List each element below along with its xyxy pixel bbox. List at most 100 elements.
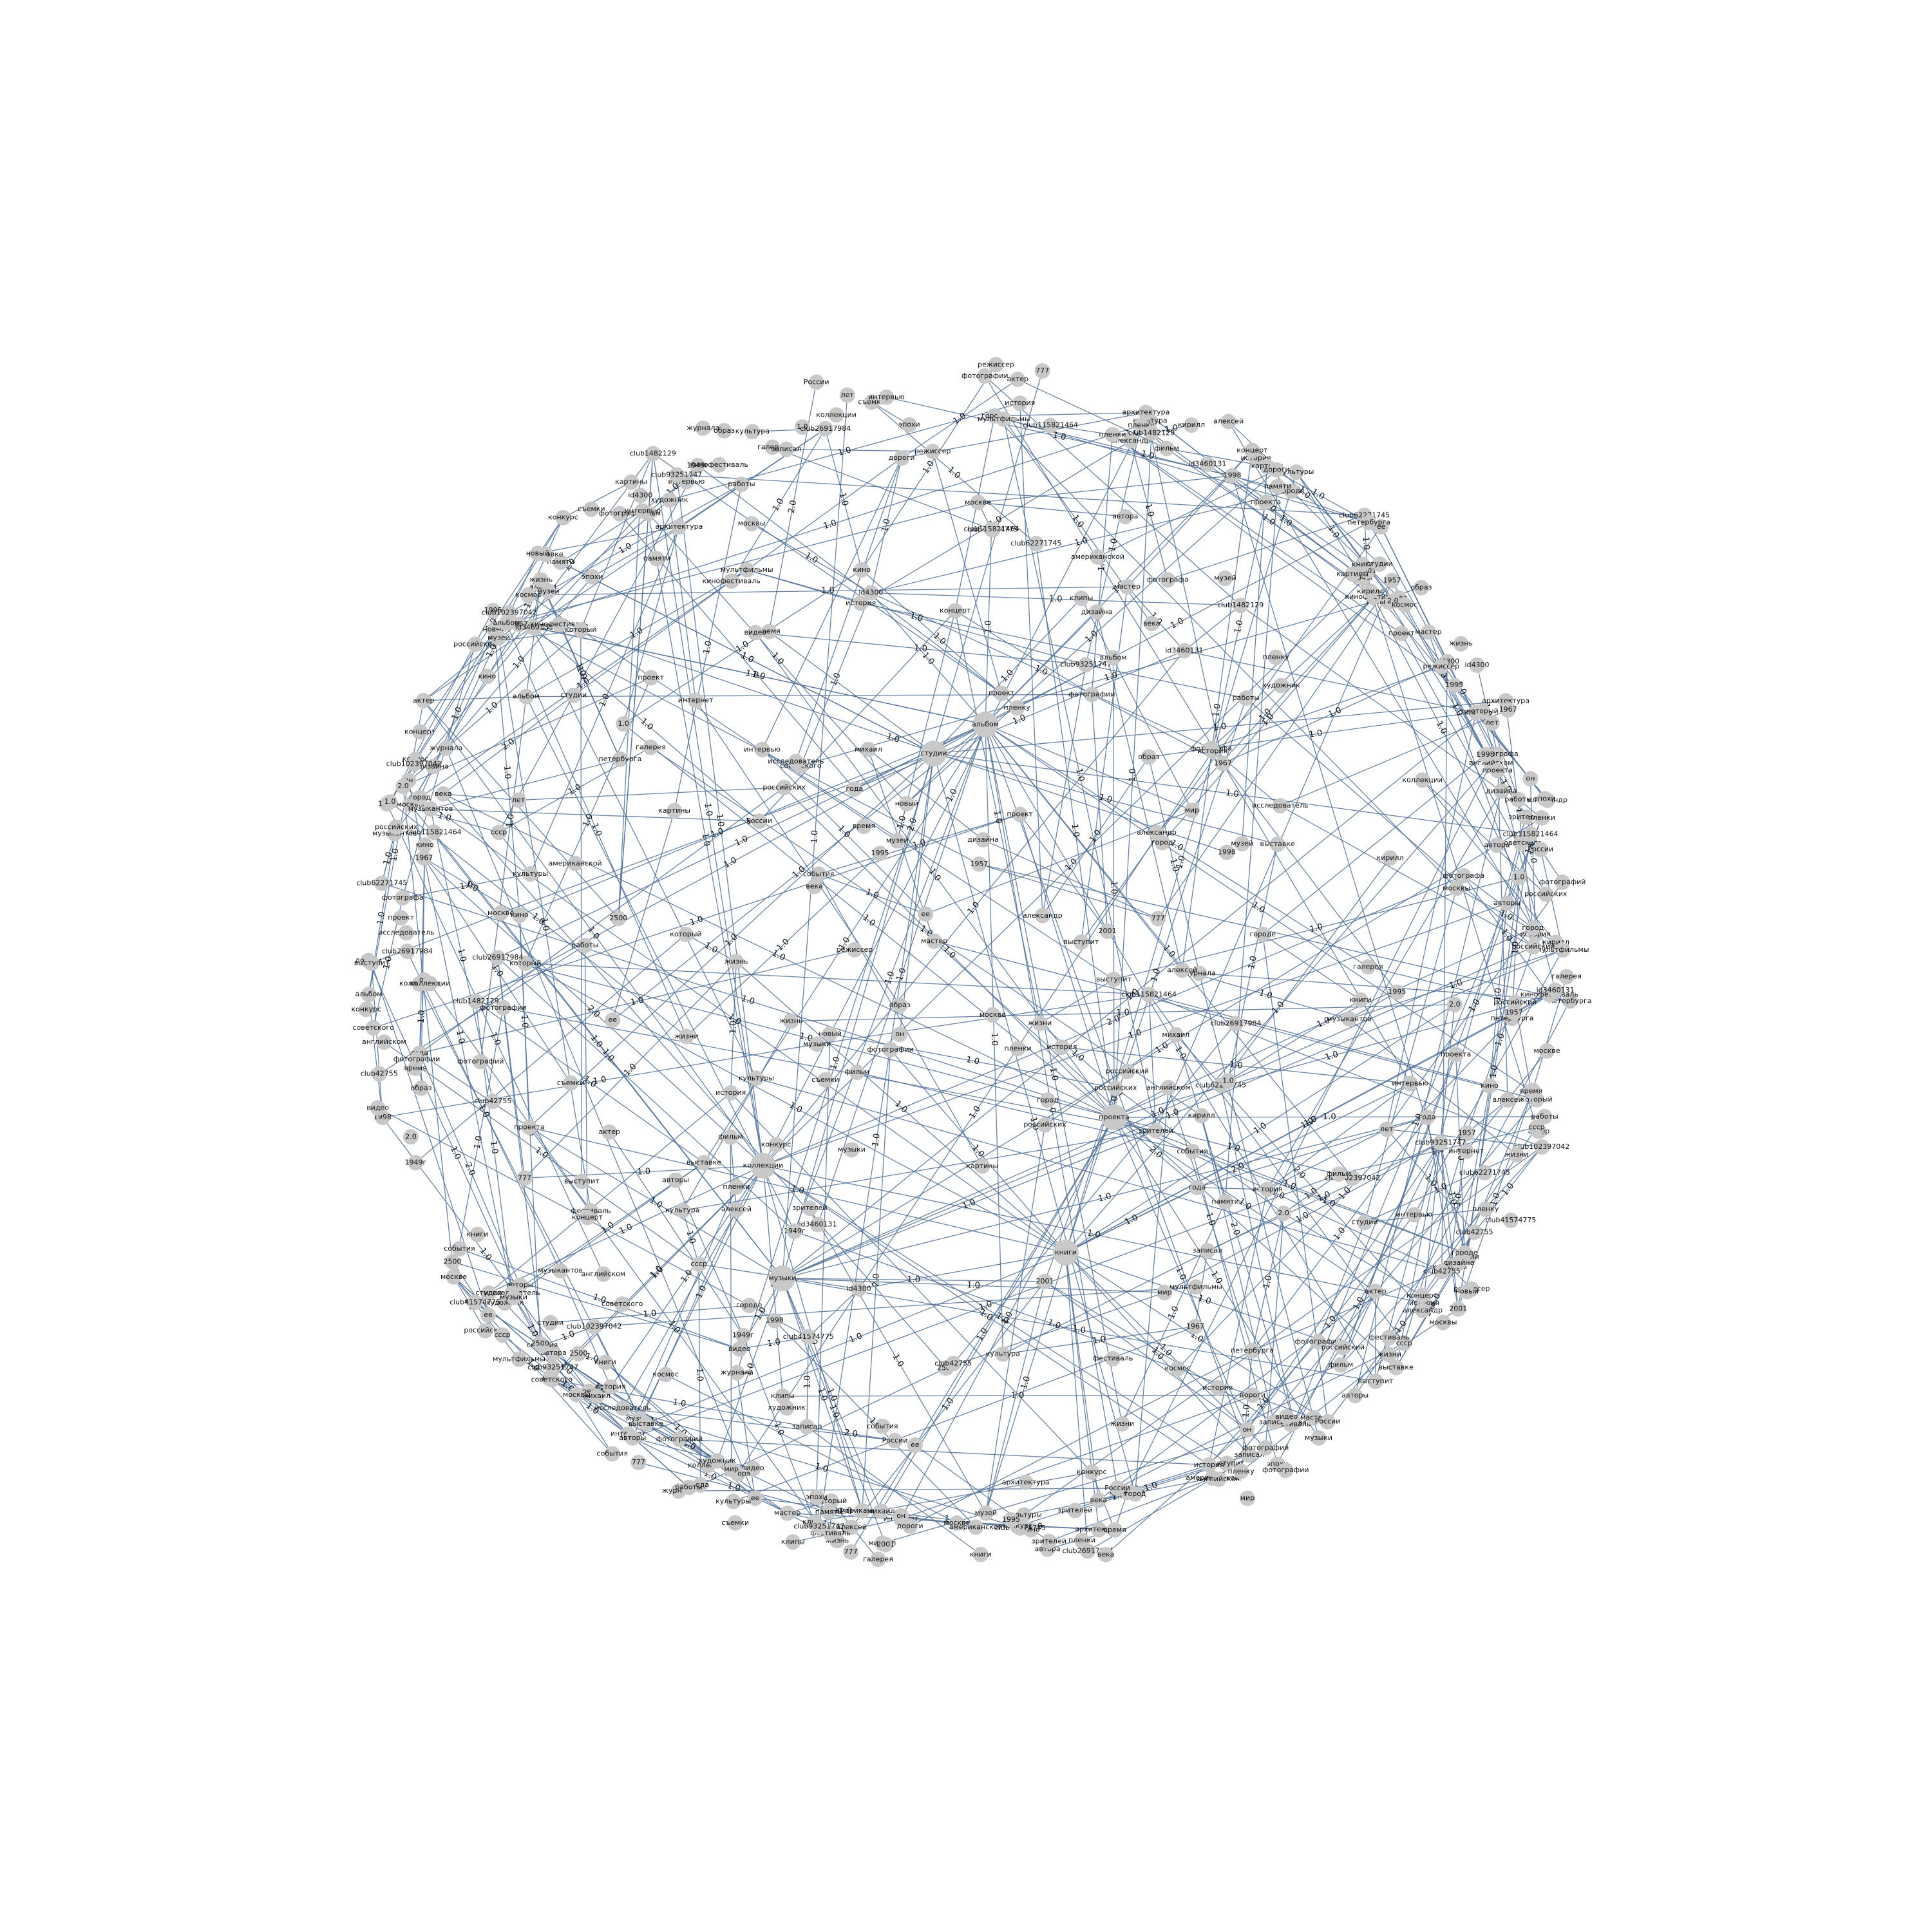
graph-edge (1113, 927, 1533, 1118)
graph-node (949, 1515, 965, 1531)
graph-node (902, 1518, 918, 1534)
graph-edge (1065, 1252, 1266, 1448)
graph-node (728, 954, 744, 970)
graph-node (625, 1430, 641, 1446)
node-label: который (670, 930, 701, 938)
node-label: club26917984 (1210, 1019, 1261, 1027)
node-label: художник (650, 495, 688, 504)
graph-edge (735, 961, 1066, 1253)
graph-edge (1065, 994, 1550, 1253)
node-label: мультфильмы (721, 565, 773, 574)
graph-edge (1023, 1477, 1213, 1515)
edge-weight-label: 1.0 (630, 995, 645, 1007)
graph-edge (697, 465, 1002, 694)
graph-edge (984, 375, 1241, 606)
graph-edge (1364, 1154, 1517, 1223)
node-label: российский (1106, 1067, 1149, 1075)
node-label: музыкантов (538, 1266, 583, 1274)
node-label: новый (895, 799, 918, 808)
node-label: фотографий (1242, 1443, 1289, 1452)
edge-weight-label: 1.0 (1086, 1228, 1101, 1240)
node-label: время (404, 1064, 426, 1072)
node-label: 1967 (1499, 705, 1517, 714)
graph-node (1305, 1410, 1321, 1426)
node-label: выставке (1260, 840, 1295, 848)
graph-edge (1245, 697, 1534, 947)
edge-weight-label: 1.0 (1092, 1334, 1106, 1346)
graph-node (1107, 1522, 1123, 1538)
graph-edge (1113, 433, 1152, 1118)
graph-edge (665, 1374, 958, 1524)
graph-edge (451, 1261, 489, 1316)
graph-edge (524, 961, 737, 1179)
graph-edge (985, 724, 1376, 1382)
node-label: художник (699, 1457, 737, 1465)
edge-weight-label: 1.0 (1161, 943, 1177, 960)
graph-node (1415, 1302, 1431, 1318)
graph-edge (1003, 1326, 1196, 1355)
graph-edge (419, 980, 424, 1054)
graph-edge (551, 1165, 764, 1380)
graph-edge (1265, 1213, 1284, 1448)
edge-weight-label: 1.0 (829, 1056, 842, 1071)
graph-node (632, 488, 649, 504)
edge-weight-label: 1.0 (1127, 1028, 1142, 1041)
graph-edge (983, 839, 1159, 920)
graph-node (1310, 1334, 1326, 1350)
node-label: 1957 (970, 860, 988, 868)
graph-node (1119, 579, 1135, 595)
node-label: актер (598, 1128, 620, 1136)
node-label: века (806, 882, 823, 890)
node-label: 1.0 (618, 719, 629, 728)
graph-edge (1182, 969, 1350, 1019)
node-label: фотографа (599, 509, 641, 518)
node-label: 2001 (1099, 927, 1117, 935)
node-label: москве (943, 1519, 970, 1527)
graph-node (1502, 1212, 1519, 1228)
graph-node (1433, 659, 1449, 675)
graph-node (532, 1336, 548, 1352)
node-label: фотографий (656, 1435, 703, 1443)
edge-weight-label: 1.0 (1501, 1181, 1517, 1198)
graph-edge (592, 526, 679, 578)
graph-edge (1112, 434, 1402, 634)
node-label: жизнь (1449, 639, 1473, 648)
node-label: 1995 (484, 606, 502, 614)
graph-edge (1130, 440, 1168, 580)
graph-node (358, 1001, 374, 1018)
graph-edge (782, 1278, 1045, 1282)
graph-node (555, 509, 571, 526)
node-label: москве (980, 1010, 1006, 1019)
graph-edge (782, 1278, 1376, 1382)
graph-edge (423, 700, 764, 1166)
graph-edge (861, 569, 1018, 708)
node-label: исследователь (594, 1404, 650, 1412)
graph-node (446, 1269, 462, 1285)
graph-edge (529, 526, 680, 875)
graph-node (1354, 556, 1370, 573)
edge-weight-label: 1.0 (1493, 987, 1504, 1001)
node-label: club102397042 (482, 608, 537, 616)
graph-node (843, 1544, 859, 1560)
graph-edge (743, 1335, 815, 1522)
graph-edge (762, 749, 1114, 980)
node-label: памяти (1264, 482, 1291, 491)
graph-edge (890, 1049, 1066, 1253)
node-label: club26917984 (472, 953, 523, 961)
graph-edge (1208, 1189, 1268, 1465)
graph-node (785, 1534, 801, 1550)
graph-edge (1368, 966, 1515, 1003)
node-label: мультфильмы (978, 415, 1030, 423)
node-label: club42755 (1456, 1227, 1493, 1236)
graph-edge (1240, 605, 1502, 791)
edge-weight-label: 1.0 (822, 518, 838, 532)
graph-edge (419, 1053, 521, 1285)
node-label: жизни (1110, 1419, 1134, 1428)
edge-weight-label: 1.0 (679, 1268, 695, 1285)
edge-weight-label: 1.0 (726, 1481, 741, 1494)
graph-node (1538, 886, 1554, 902)
graph-edge (906, 469, 1277, 804)
graph-edge (1220, 999, 1361, 1086)
graph-node (415, 692, 431, 708)
graph-edge (1168, 1087, 1253, 1351)
